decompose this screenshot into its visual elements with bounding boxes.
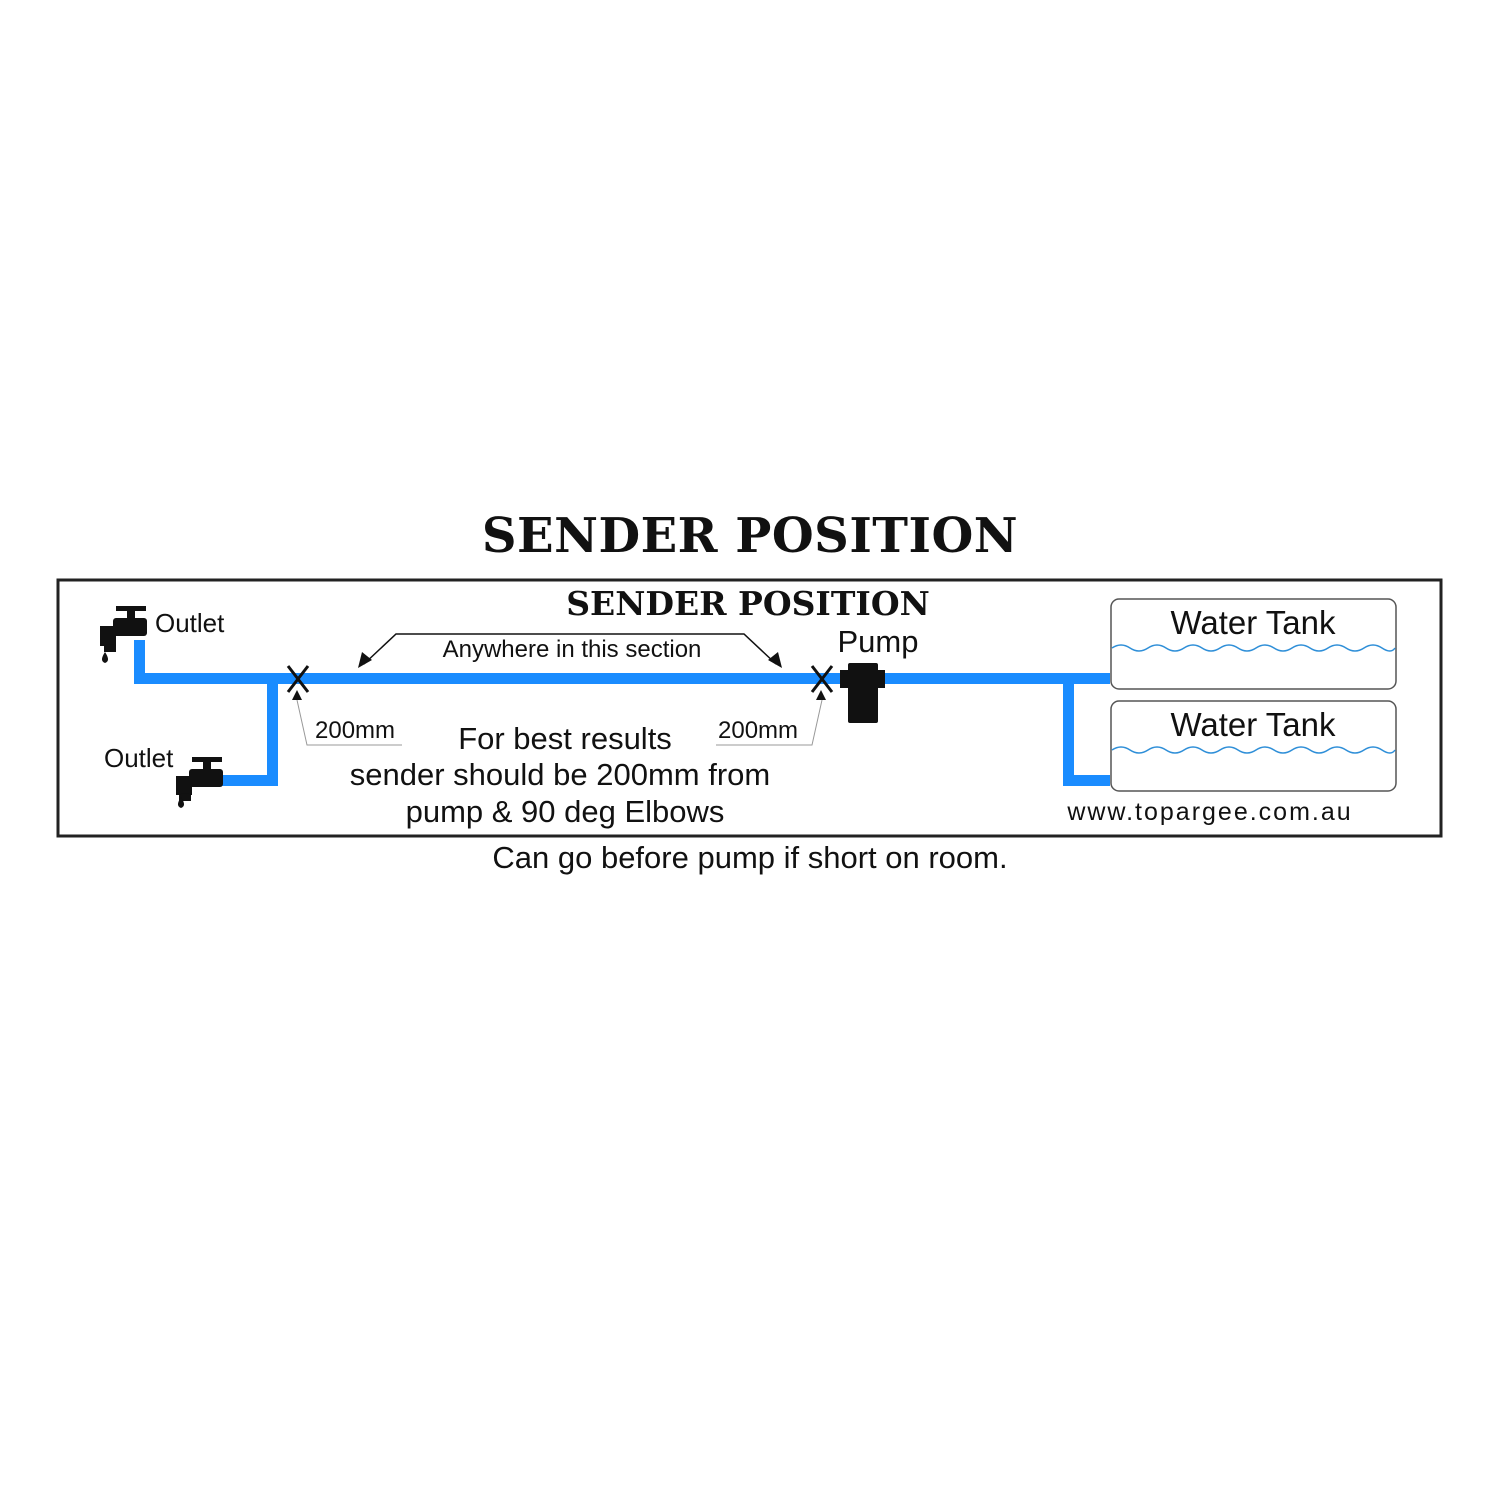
water-wave <box>1111 746 1396 754</box>
website-label: www.topargee.com.au <box>1066 798 1352 826</box>
tap-icon <box>100 606 147 652</box>
water-wave <box>1111 644 1396 652</box>
dimension-line <box>716 699 823 746</box>
pump-label: Pump <box>838 624 919 659</box>
water-tank: Water Tank <box>1110 598 1397 690</box>
caption: Can go before pump if short on room. <box>492 840 1008 875</box>
panel-title: SENDER POSITION <box>566 584 930 623</box>
pipe-segment <box>267 673 278 786</box>
sender-x-marker-icon <box>810 665 834 693</box>
arrow-icon <box>768 652 782 668</box>
pipe-segment <box>218 775 278 786</box>
pump-icon <box>840 663 885 723</box>
page-title: SENDER POSITION <box>481 508 1019 564</box>
outlet-bottom-label: Outlet <box>104 743 174 773</box>
water-drop-icon <box>102 652 108 663</box>
dimension-line <box>296 699 402 746</box>
note-line: sender should be 200mm from <box>350 757 770 792</box>
section-label: Anywhere in this section <box>443 636 702 663</box>
pipe-segment <box>1063 775 1110 786</box>
arrow-icon <box>358 652 372 668</box>
pipe-segment <box>134 640 145 684</box>
sender-x-marker-icon <box>286 665 310 693</box>
pipe-segment <box>1063 673 1074 786</box>
section-bracket <box>363 633 777 665</box>
tank-top-label: Water Tank <box>1170 604 1336 641</box>
pipe-network <box>134 640 1110 786</box>
water-drop-icon <box>178 797 184 808</box>
distance-right-label: 200mm <box>718 717 798 744</box>
arrow-icon <box>292 690 302 700</box>
distance-left-label: 200mm <box>315 717 395 744</box>
pipe-main-line <box>134 673 1110 684</box>
arrow-icon <box>816 690 826 700</box>
water-tank: Water Tank <box>1110 700 1397 792</box>
note-block: For best results sender should be 200mm … <box>350 721 770 829</box>
tank-bottom-label: Water Tank <box>1170 706 1336 743</box>
outlet-top-label: Outlet <box>155 608 225 638</box>
note-line: pump & 90 deg Elbows <box>406 794 725 829</box>
note-line: For best results <box>458 721 672 756</box>
